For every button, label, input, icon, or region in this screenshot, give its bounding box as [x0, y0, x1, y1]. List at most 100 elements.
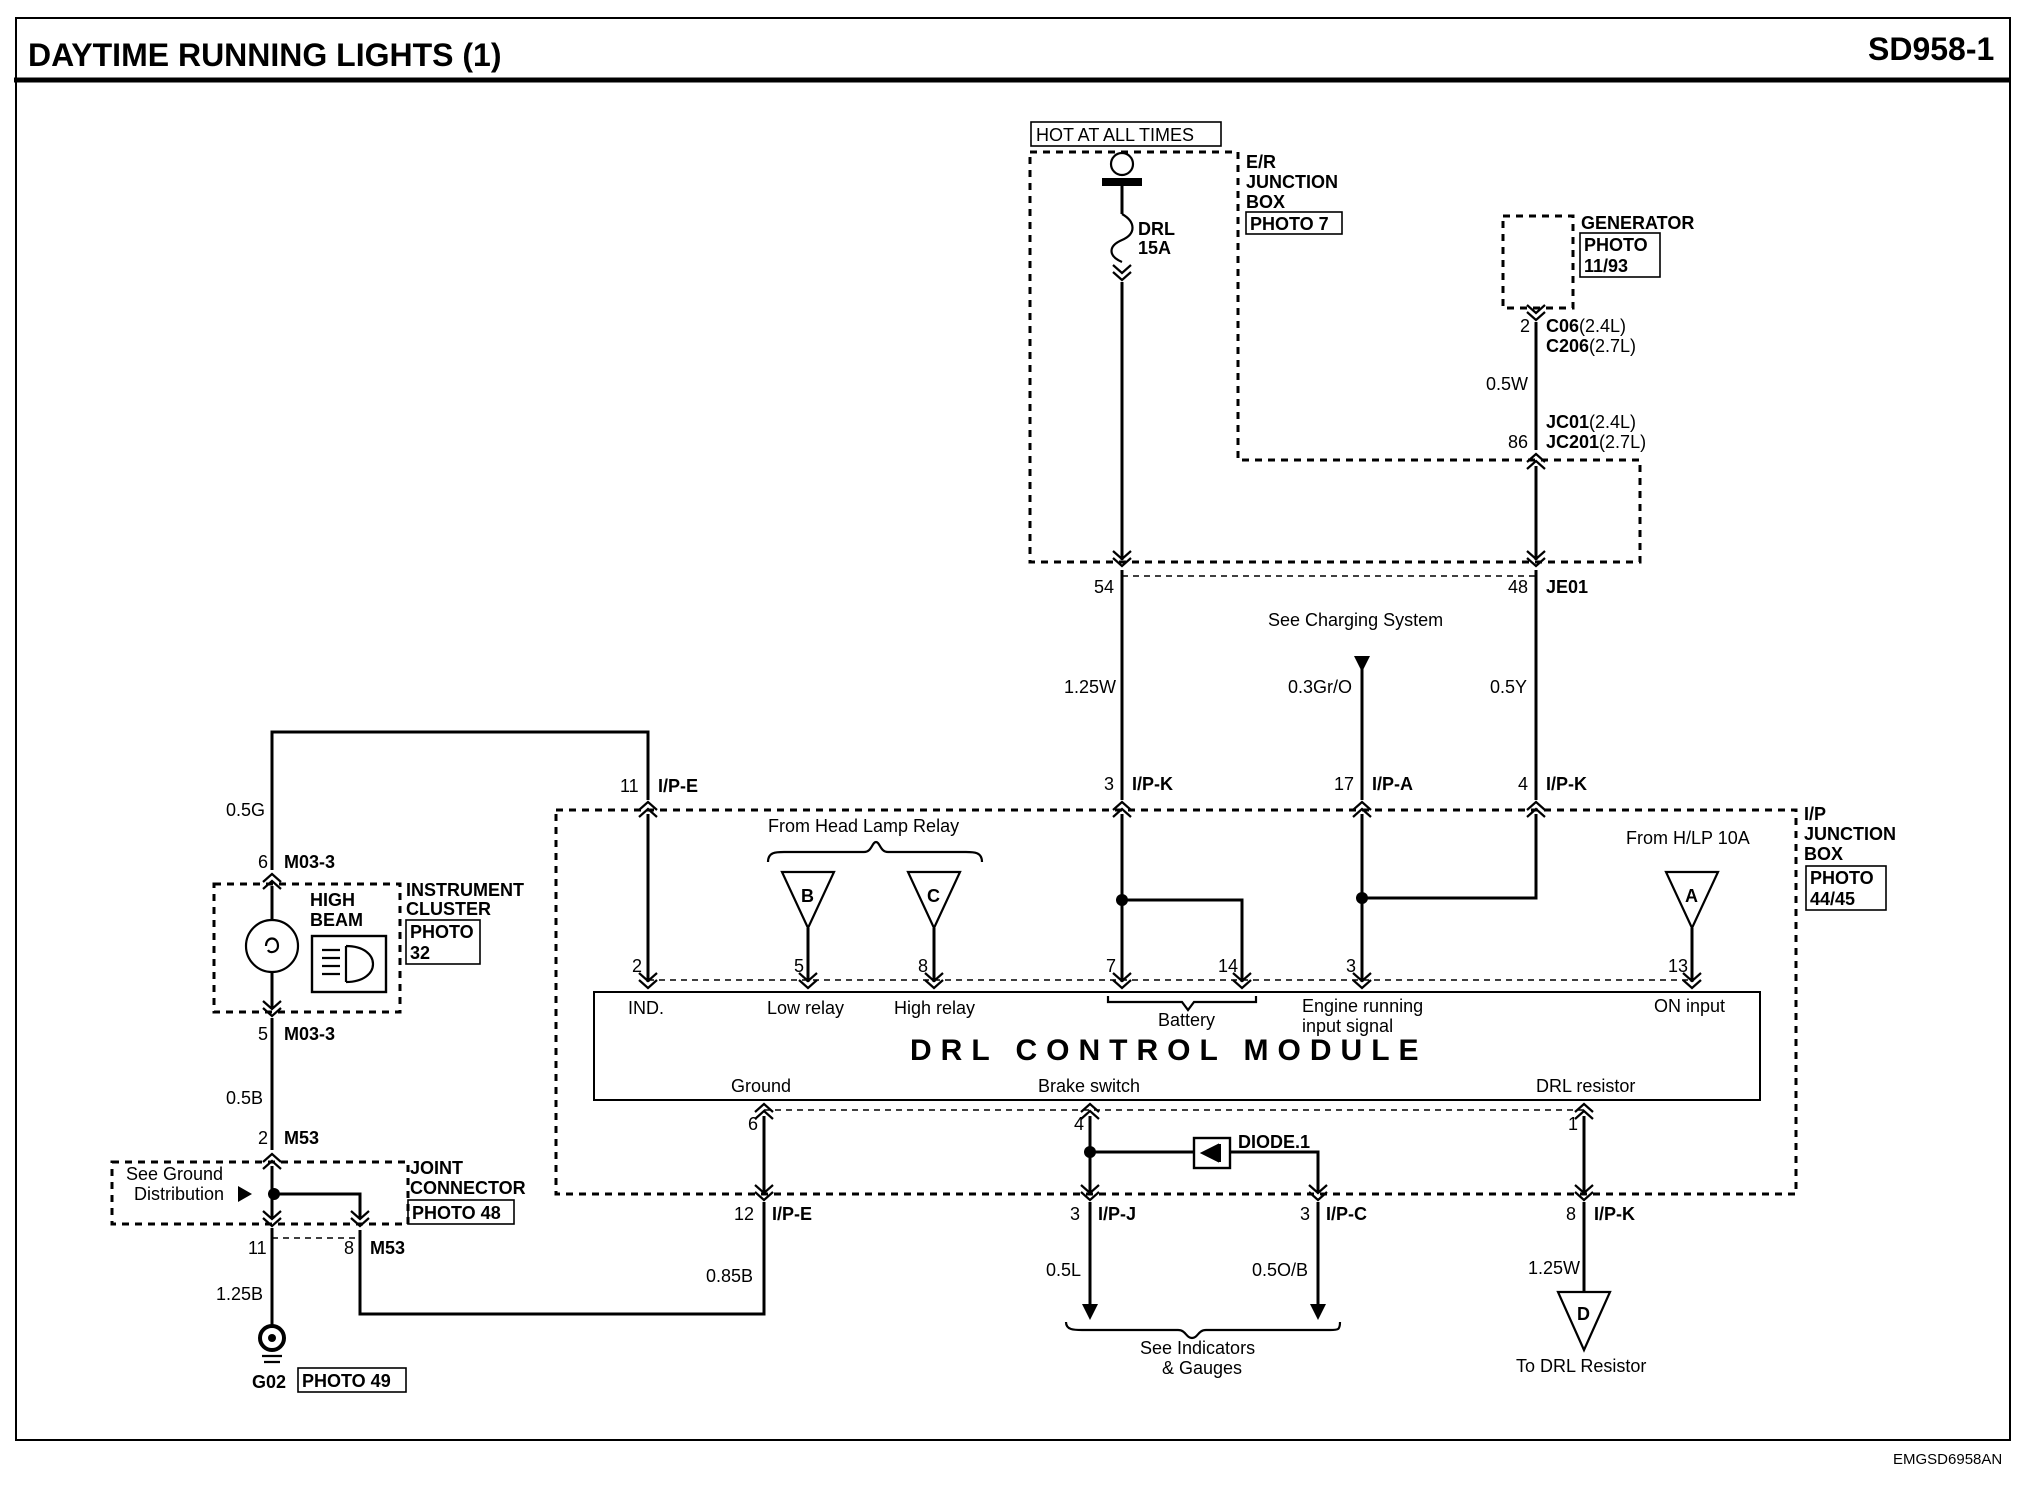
- conn-ipe-bottom: I/P-E: [772, 1204, 812, 1224]
- ref-d-label: D: [1577, 1304, 1590, 1324]
- pin-5-m033: 5: [258, 1024, 268, 1044]
- diagram-code: SD958-1: [1868, 31, 1994, 67]
- pin-8-ipk: 8: [1566, 1204, 1576, 1224]
- wire-085b: [358, 1202, 766, 1316]
- pin-2-ind: 2: [632, 956, 642, 976]
- ip-photo-2: 44/45: [1810, 889, 1855, 909]
- pin-4-ipk: 4: [1518, 774, 1528, 794]
- ref-c-triangle: [906, 870, 962, 931]
- er-photo-label: PHOTO 7: [1250, 214, 1329, 234]
- pin-3-ipk: 3: [1104, 774, 1114, 794]
- module-label-drl-resistor: DRL resistor: [1536, 1076, 1635, 1096]
- er-junction-box-outline: [1028, 150, 1642, 564]
- pin-11-ipe: 11: [620, 776, 639, 796]
- conn-jc01: JC01(2.4L): [1546, 412, 1636, 432]
- pin-12-ipe: 12: [734, 1204, 754, 1224]
- from-hlp-10a: From H/LP 10A: [1626, 828, 1750, 848]
- see-ground-1: See Ground: [126, 1164, 223, 1184]
- conn-m53-bottom: M53: [370, 1238, 405, 1258]
- conn-ipk-top-1: I/P-K: [1132, 774, 1173, 794]
- footer-code: EMGSD6958AN: [1893, 1451, 2002, 1468]
- diode-icon: [1199, 1143, 1221, 1163]
- pin-48: 48: [1508, 577, 1528, 597]
- conn-c206: C206(2.7L): [1546, 336, 1636, 356]
- ip-box-name-2: JUNCTION: [1804, 824, 1896, 844]
- relay-brace: [766, 840, 984, 863]
- module-label-engine-1: Engine running: [1302, 996, 1423, 1016]
- cluster-photo-box: [405, 919, 481, 965]
- wire-battery-pin14: [1122, 898, 1244, 982]
- wire-ipk-to-engine: [1362, 814, 1538, 900]
- joint-photo-label: PHOTO 48: [412, 1203, 501, 1223]
- joint-photo-box: [407, 1199, 515, 1225]
- ref-a-label: A: [1685, 886, 1698, 906]
- hot-at-all-times-box: [1030, 121, 1222, 147]
- er-junction-box-name-3: BOX: [1246, 192, 1285, 212]
- to-drl-resistor: To DRL Resistor: [1516, 1356, 1646, 1376]
- conn-c06: C06(2.4L): [1546, 316, 1626, 336]
- ip-box-name-3: BOX: [1804, 844, 1843, 864]
- joint-connector-box: [110, 1160, 410, 1226]
- pin-86: 86: [1508, 432, 1528, 452]
- pin-11-m53: 11: [248, 1238, 267, 1258]
- conn-ipe-top: I/P-E: [658, 776, 698, 796]
- high-beam-label-1: HIGH: [310, 890, 355, 910]
- pin-3-ipc: 3: [1300, 1204, 1310, 1224]
- joint-name-2: CONNECTOR: [410, 1178, 526, 1198]
- wire-label-05b: 0.5B: [226, 1088, 263, 1108]
- generator-photo-2: 11/93: [1584, 256, 1628, 276]
- module-label-high-relay: High relay: [894, 998, 975, 1018]
- from-head-lamp-relay: From Head Lamp Relay: [768, 816, 959, 836]
- conn-ipa: I/P-A: [1372, 774, 1413, 794]
- ip-photo-box: [1805, 865, 1887, 911]
- wire-label-085b: 0.85B: [706, 1266, 753, 1286]
- high-beam-bulb-icon: [244, 918, 300, 974]
- wire-label-125b: 1.25B: [216, 1284, 263, 1304]
- diagram-title: DAYTIME RUNNING LIGHTS (1): [28, 37, 502, 73]
- wire-label-05y: 0.5Y: [1490, 677, 1527, 697]
- see-ground-2: Distribution: [134, 1184, 224, 1204]
- module-title: DRL CONTROL MODULE: [910, 1034, 1428, 1067]
- generator-photo-box: [1579, 232, 1661, 278]
- conn-jc201: JC201(2.7L): [1546, 432, 1646, 452]
- er-junction-box-name-1: E/R: [1246, 152, 1276, 172]
- bus-bar-icon: [1102, 178, 1142, 186]
- joint-name-1: JOINT: [410, 1158, 463, 1178]
- pin-6-m033: 6: [258, 852, 268, 872]
- high-beam-indicator-icon: [310, 934, 388, 994]
- arrow-right-ground: [238, 1186, 252, 1202]
- wire-05g: [270, 730, 650, 870]
- generator-box: [1501, 214, 1575, 310]
- er-junction-box-name-2: JUNCTION: [1246, 172, 1338, 192]
- conn-ipk-top-2: I/P-K: [1546, 774, 1587, 794]
- ground-point-icon: [258, 1324, 286, 1352]
- pin-7-battery: 7: [1106, 956, 1116, 976]
- ref-b-triangle: [780, 870, 836, 931]
- module-label-ind: IND.: [628, 998, 664, 1018]
- ground-photo-label: PHOTO 49: [302, 1371, 391, 1391]
- ip-box-name-1: I/P: [1804, 804, 1826, 824]
- pin-8-high: 8: [918, 956, 928, 976]
- instrument-cluster-box: [212, 882, 402, 1014]
- conn-ipj: I/P-J: [1098, 1204, 1136, 1224]
- wire-label-125w-bottom: 1.25W: [1528, 1258, 1580, 1278]
- see-indicators-2: & Gauges: [1162, 1358, 1242, 1378]
- pin-6-ground: 6: [748, 1114, 758, 1134]
- cluster-photo-2: 32: [410, 943, 430, 963]
- wire-label-05l: 0.5L: [1046, 1260, 1081, 1280]
- er-photo-box: [1245, 211, 1343, 235]
- conn-je01: JE01: [1546, 577, 1588, 597]
- generator-pin-2: 2: [1520, 316, 1530, 336]
- conn-m53-top: M53: [284, 1128, 319, 1148]
- wire-label-05w: 0.5W: [1486, 374, 1528, 394]
- ground-photo-box: [297, 1367, 407, 1393]
- fuse-rating: 15A: [1138, 238, 1171, 258]
- wire-label-05g: 0.5G: [226, 800, 265, 820]
- module-label-battery: Battery: [1158, 1010, 1215, 1030]
- pin-5-low: 5: [794, 956, 804, 976]
- page-frame: [15, 17, 2011, 1441]
- ref-c-label: C: [927, 886, 940, 906]
- drl-fuse-icon: [1110, 213, 1134, 264]
- ip-junction-box-outline: [554, 808, 1798, 1196]
- wire-label-05ob: 0.5O/B: [1252, 1260, 1308, 1280]
